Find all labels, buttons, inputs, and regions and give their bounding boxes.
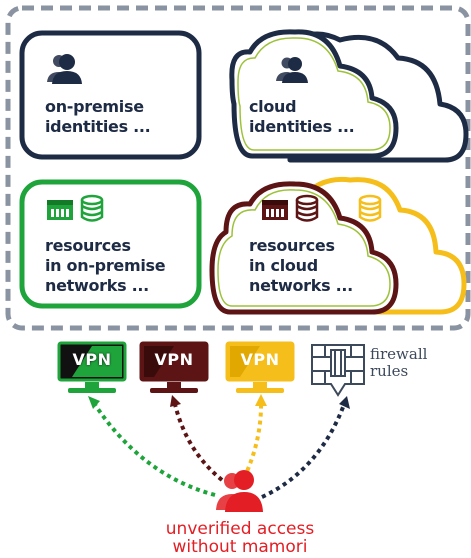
database-icon-yellow	[358, 194, 382, 222]
database-icon-maroon	[295, 194, 319, 222]
cloud-identities-inner-outline	[237, 37, 391, 151]
server-icon	[47, 200, 73, 220]
caption-line1: unverified access	[165, 519, 315, 539]
firewall-label-line1: firewall	[370, 345, 428, 363]
onprem-resources-line1: resources	[45, 236, 131, 255]
cloud-resources-label: resources in cloud networks ...	[249, 236, 353, 296]
firewall-label-line2: rules	[370, 362, 409, 380]
firewall-label: firewall rules	[370, 346, 427, 380]
onprem-identities-label: on-premise identities ...	[45, 97, 151, 137]
onprem-identities-line2: identities ...	[45, 117, 151, 136]
cloud-resources-line3: networks ...	[249, 276, 353, 295]
cloud-resources-inner-outline	[217, 189, 391, 307]
cloud-identities-line1: cloud	[249, 97, 297, 116]
arrowhead-maroon	[170, 395, 181, 407]
vpn-monitor-yellow	[225, 341, 295, 393]
user-icon	[47, 54, 82, 84]
vpn-label-maroon: VPN	[154, 350, 194, 369]
unverified-user-icon	[216, 470, 263, 512]
cloud-resources-cloud	[209, 181, 399, 315]
arrowhead-green	[88, 396, 100, 409]
access-arrow-maroon	[172, 399, 224, 482]
vpn-monitor-maroon	[139, 341, 209, 393]
network-boundary	[5, 5, 471, 331]
cloud-identities-cloud	[229, 29, 399, 159]
unverified-access-caption: unverified access without mamori	[140, 520, 340, 556]
arrowhead-navy	[339, 396, 350, 409]
onprem-resources-line3: networks ...	[45, 276, 149, 295]
server-icon-maroon	[262, 200, 288, 220]
onprem-resources-label: resources in on-premise networks ...	[45, 236, 166, 296]
user-icon-cloud	[276, 57, 308, 83]
vpn-label-yellow: VPN	[240, 350, 280, 369]
firewall-icon	[311, 344, 365, 397]
cloud-resources-line1: resources	[249, 236, 335, 255]
access-arrow-yellow	[242, 399, 264, 479]
arrowhead-yellow	[255, 394, 267, 406]
cloud-resources-line2: in cloud	[249, 256, 318, 275]
access-arrow-navy	[261, 401, 347, 499]
caption-line2: without mamori	[172, 537, 308, 557]
cloud-identities-label: cloud identities ...	[249, 97, 355, 137]
onprem-resources-line2: in on-premise	[45, 256, 166, 275]
database-icon	[80, 194, 104, 222]
onprem-identities-line1: on-premise	[45, 97, 144, 116]
vpn-label-green: VPN	[72, 350, 112, 369]
vpn-monitor-green	[57, 341, 127, 393]
cloud-identities-line2: identities ...	[249, 117, 355, 136]
access-arrow-green	[90, 398, 216, 497]
onprem-identities-box	[19, 30, 202, 160]
